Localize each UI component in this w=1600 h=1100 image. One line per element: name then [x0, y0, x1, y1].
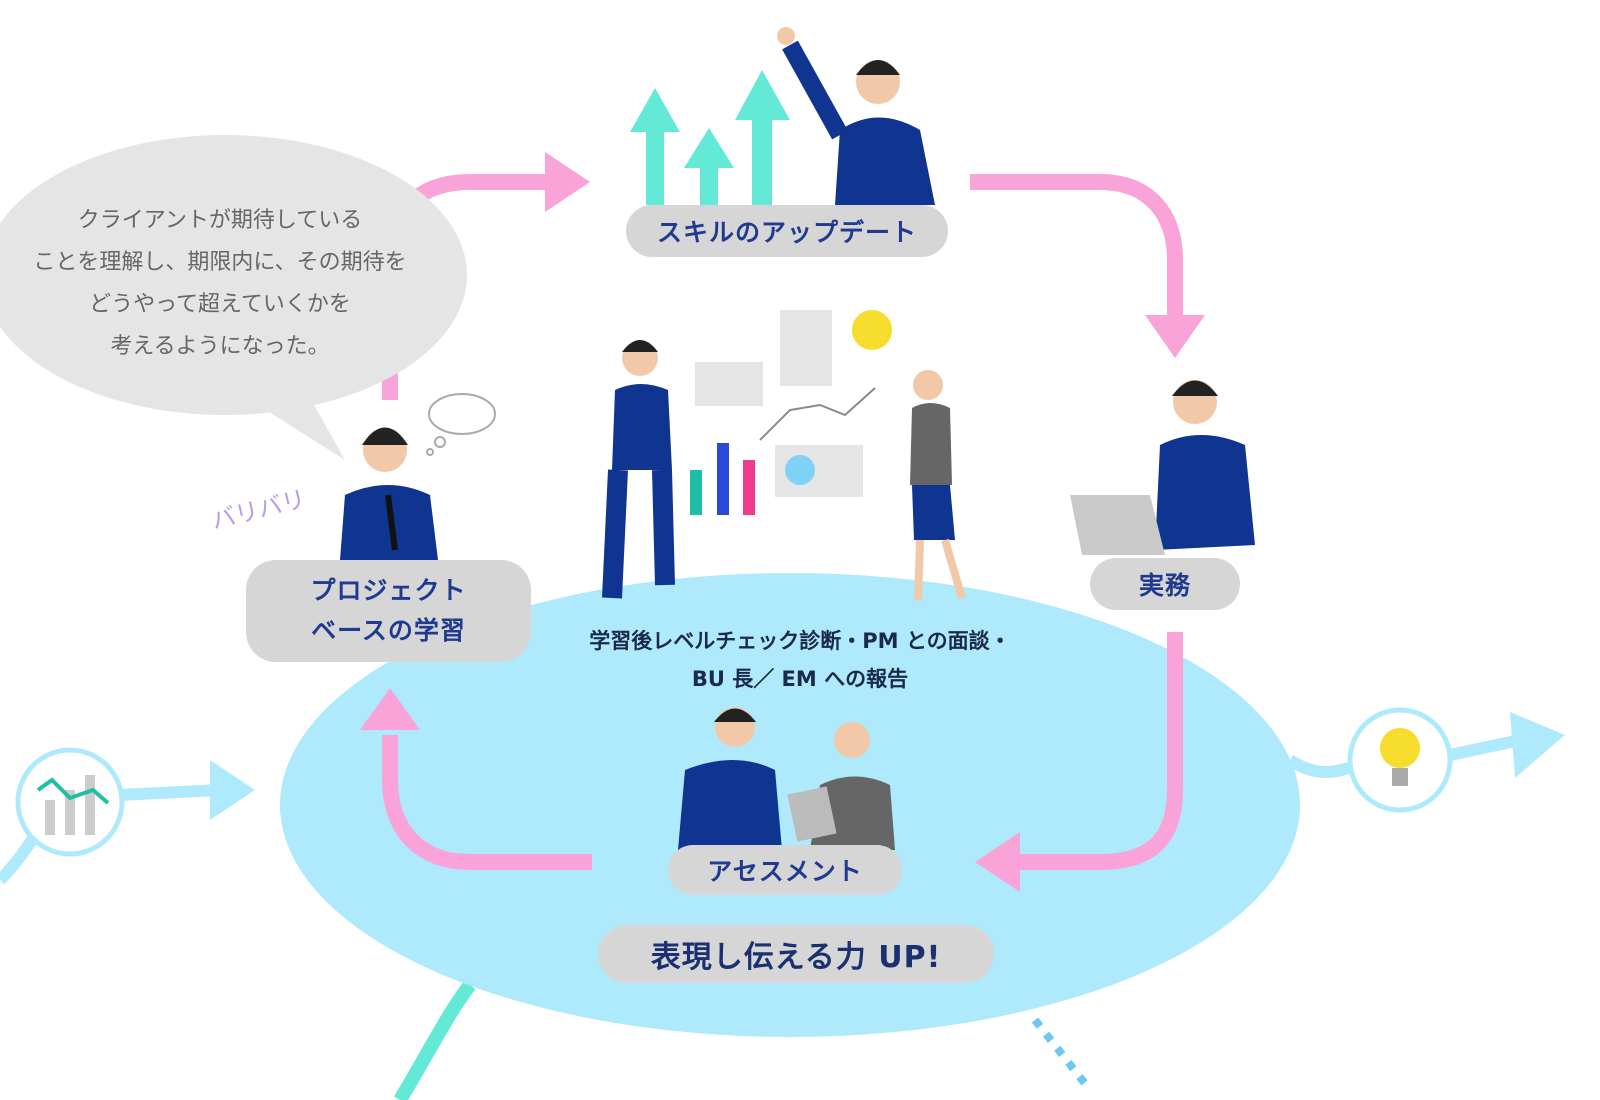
caption-line: 学習後レベルチェック診断・PM との面談・ — [589, 629, 1011, 653]
step-assessment: アセスメント — [668, 845, 902, 895]
step-work: 実務 — [1090, 558, 1240, 610]
step-label-line: プロジェクト — [310, 576, 467, 605]
bubble-line: どうやって超えていくかを — [89, 292, 351, 317]
assessment-caption: 学習後レベルチェック診断・PM との面談・ BU 長／ EM への報告 — [560, 622, 1040, 698]
speech-bubble — [0, 135, 467, 415]
bubble-line: クライアントが期待している — [77, 208, 363, 233]
growth-arrows-icon — [630, 70, 790, 205]
step-skill-update: スキルのアップデート — [626, 205, 948, 257]
result-label: 表現し伝える力 UP! — [598, 925, 994, 983]
assessment-people-icon — [678, 707, 895, 850]
lightbulb-icon — [852, 310, 892, 350]
step-label-line: ベースの学習 — [311, 616, 466, 645]
speech-bubble-text: クライアントが期待している ことを理解し、期限内に、その期待を どうやって超えて… — [0, 200, 440, 368]
presenters-icon — [602, 310, 966, 601]
laptop-icon — [1070, 495, 1165, 555]
output-arrow-icon — [1510, 712, 1565, 778]
bubble-line: ことを理解し、期限内に、その期待を — [33, 250, 407, 275]
step-project-learning: プロジェクト ベースの学習 — [246, 560, 531, 662]
thought-bubble — [428, 393, 496, 435]
input-arrow-icon — [210, 760, 255, 820]
person-project-icon — [340, 427, 438, 560]
person-work-icon — [1070, 380, 1255, 555]
caption-line: BU 長／ EM への報告 — [691, 667, 909, 691]
bubble-line: 考えるようになった。 — [110, 334, 330, 359]
person-skill-icon — [777, 27, 935, 205]
